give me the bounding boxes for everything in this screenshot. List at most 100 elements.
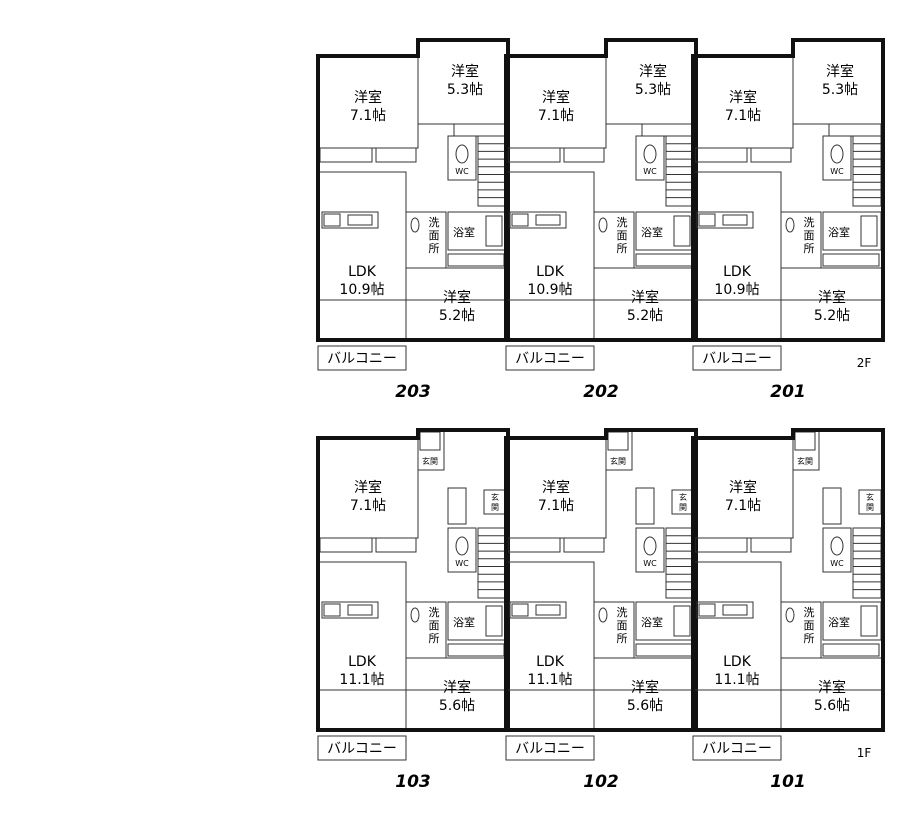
washroom-char-3: 所 <box>804 242 815 255</box>
room-c-name: 洋室 <box>818 289 846 306</box>
room-b-name: 洋室 <box>451 63 479 80</box>
room-a-size: 7.1帖 <box>538 108 574 124</box>
closet-a2 <box>563 537 605 553</box>
bathtub-icon <box>485 605 503 637</box>
ldk-name: LDK <box>536 654 565 670</box>
closet-b <box>453 123 507 137</box>
closet-a <box>319 147 373 163</box>
shoe-closet <box>794 431 816 451</box>
balcony-area <box>317 345 407 371</box>
wc-room <box>447 527 477 573</box>
washbasin-icon <box>598 217 608 233</box>
room-ldk <box>692 561 782 691</box>
kitchen-counter-icon <box>696 211 754 229</box>
ldk-size: 11.1帖 <box>527 672 572 688</box>
closet-c <box>635 253 693 267</box>
room-a-name: 洋室 <box>542 89 570 106</box>
floor-2f: 洋室7.1帖洋室5.3帖WCLDK10.9帖洗面所浴室洋室5.2帖バルコニー20… <box>316 38 885 402</box>
closet-hall <box>822 487 842 525</box>
stove-icon <box>511 603 529 617</box>
washbasin-icon <box>785 217 795 233</box>
closet-b <box>641 123 695 137</box>
sink-icon <box>535 214 561 226</box>
wc-room <box>822 527 852 573</box>
washroom-char-1: 洗 <box>804 216 815 229</box>
stairs-box <box>852 135 882 207</box>
balcony: バルコニー <box>692 345 782 371</box>
bathroom-label: 浴室 <box>828 225 850 239</box>
stairs-box <box>852 527 882 599</box>
outer-wall <box>316 428 510 732</box>
bathroom-label: 浴室 <box>641 225 663 239</box>
room-b-name: 洋室 <box>639 63 667 80</box>
entrance2-char-2: 関 <box>491 503 499 512</box>
sink-icon <box>722 214 748 226</box>
room-ldk <box>317 171 407 301</box>
entrance-label: 玄関 <box>797 456 813 466</box>
shoe-closet <box>419 431 441 451</box>
balcony-area <box>692 735 782 761</box>
outer-wall <box>691 428 885 732</box>
room-ldk <box>317 561 407 691</box>
room-b-size: 5.3帖 <box>635 82 671 98</box>
room-c-size: 5.2帖 <box>627 308 663 324</box>
floors-layer: 洋室7.1帖洋室5.3帖WCLDK10.9帖洗面所浴室洋室5.2帖バルコニー20… <box>316 38 885 792</box>
washroom-char-1: 洗 <box>804 606 815 619</box>
wc-room <box>822 135 852 181</box>
unit-floor-area <box>505 39 697 301</box>
unit-number: 202 <box>583 382 619 402</box>
room-c-size: 5.6帖 <box>627 698 663 714</box>
kitchen-counter-icon <box>696 601 754 619</box>
entrance2-char-2: 関 <box>866 503 874 512</box>
stairs-icon <box>665 527 695 599</box>
closet-c <box>822 253 880 267</box>
washroom-char-2: 面 <box>804 229 815 242</box>
bathroom-label: 浴室 <box>453 225 475 239</box>
wc-room <box>635 527 665 573</box>
balcony-area <box>317 735 407 761</box>
balcony-label: バルコニー <box>515 741 585 757</box>
entrance-label: 玄関 <box>422 456 438 466</box>
room-c-name: 洋室 <box>631 679 659 696</box>
ldk-size: 10.9帖 <box>527 282 572 298</box>
washroom-char-1: 洗 <box>429 216 440 229</box>
closet-c <box>635 643 693 657</box>
toilet-icon <box>643 536 657 556</box>
bathtub-icon <box>860 215 878 247</box>
room-a-size: 7.1帖 <box>350 108 386 124</box>
toilet-icon <box>830 144 844 164</box>
unit-floor-area <box>317 429 509 691</box>
bathtub-icon <box>673 215 691 247</box>
wc-label: WC <box>643 559 657 568</box>
room-ldk <box>505 171 595 301</box>
washroom-char-3: 所 <box>617 242 628 255</box>
outer-wall <box>504 38 698 342</box>
room-c-size: 5.6帖 <box>814 698 850 714</box>
bathroom-label: 浴室 <box>641 615 663 629</box>
kitchen-counter <box>509 601 567 619</box>
closet-a2 <box>563 147 605 163</box>
kitchen-counter-icon <box>321 601 379 619</box>
closet-a <box>694 147 748 163</box>
closet-c <box>447 253 505 267</box>
wc-label: WC <box>830 167 844 176</box>
closet-a <box>507 147 561 163</box>
ldk-name: LDK <box>348 264 377 280</box>
toilet-icon <box>455 144 469 164</box>
outer-wall <box>316 38 510 342</box>
toilet-icon <box>455 536 469 556</box>
unit-number: 103 <box>395 772 431 792</box>
room-c-name: 洋室 <box>631 289 659 306</box>
shoe-closet <box>607 431 629 451</box>
unit-number: 101 <box>770 772 806 792</box>
balcony: バルコニー <box>317 735 407 761</box>
room-a-name: 洋室 <box>729 89 757 106</box>
balcony: バルコニー <box>692 735 782 761</box>
closet-a2 <box>750 147 792 163</box>
washroom-char-3: 所 <box>804 632 815 645</box>
entrance2-char-1: 玄 <box>679 492 687 502</box>
closet-hall <box>447 487 467 525</box>
